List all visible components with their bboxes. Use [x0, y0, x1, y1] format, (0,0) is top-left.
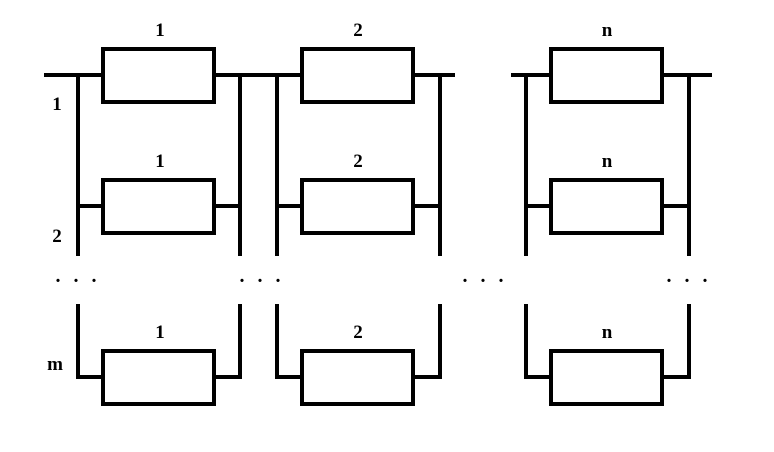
resistor-row-1-col-n	[549, 47, 664, 104]
col-label-row-1-col-1: 1	[155, 20, 165, 41]
block-column-1	[76, 47, 242, 406]
block-column-n	[524, 47, 691, 406]
ellipsis-col-n-right: . . .	[667, 265, 712, 287]
resistor-row-1-col-2	[300, 47, 415, 104]
row-label-1: 1	[52, 94, 62, 115]
resistor-row-m-col-1	[101, 349, 216, 406]
row-label-2: 2	[52, 226, 62, 247]
resistor-row-1-col-1	[101, 47, 216, 104]
col-label-row-2-col-2: 2	[353, 151, 363, 172]
resistor-row-2-col-2	[300, 178, 415, 235]
block-column-2	[275, 47, 442, 406]
resistor-row-2-col-n	[549, 178, 664, 235]
col-label-row-m-col-n: n	[602, 322, 613, 343]
resistor-row-2-col-1	[101, 178, 216, 235]
col-label-row-m-col-2: 2	[353, 322, 363, 343]
col-label-row-1-col-2: 2	[353, 20, 363, 41]
ellipsis-between-2-n: . . .	[463, 265, 508, 287]
col-label-row-2-col-n: n	[602, 151, 613, 172]
col-label-row-m-col-1: 1	[155, 322, 165, 343]
ellipsis-col-1-left: . . .	[56, 265, 101, 287]
resistor-row-m-col-n	[549, 349, 664, 406]
resistor-row-m-col-2	[300, 349, 415, 406]
ellipsis-between-1-2: . . .	[240, 265, 285, 287]
col-label-row-2-col-1: 1	[155, 151, 165, 172]
col-label-row-1-col-n: n	[602, 20, 613, 41]
row-label-m: m	[47, 354, 63, 375]
